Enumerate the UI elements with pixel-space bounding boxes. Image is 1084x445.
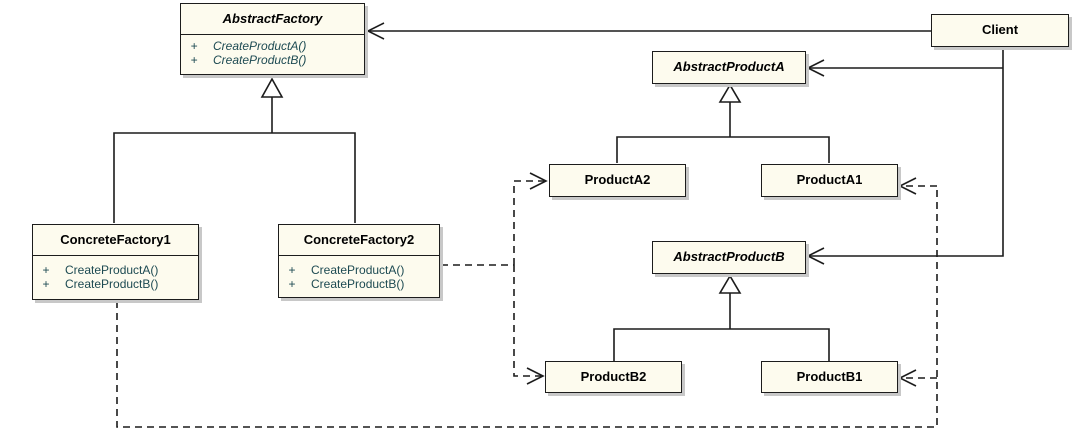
operation-name: CreateProductA() [213, 39, 307, 53]
operation: + CreateProductB() [181, 53, 364, 67]
visibility: + [190, 53, 198, 67]
class-name: ProductB2 [580, 369, 647, 384]
class-product-b1[interactable]: ProductB1 [761, 361, 898, 393]
arrowhead-abstractproducta [806, 59, 825, 77]
dep-arrow-producta1 [898, 177, 917, 195]
class-name: AbstractProductA [673, 59, 785, 74]
dep-arrow-productb1 [898, 369, 917, 387]
operation-name: CreateProductB() [311, 277, 405, 291]
dep-cf2-productb2 [513, 265, 543, 377]
visibility: + [190, 39, 198, 53]
arrowhead-abstractproductb [806, 247, 825, 265]
class-name: ProductB1 [796, 369, 863, 384]
operation-name: CreateProductB() [65, 277, 159, 291]
operations: + CreateProductA() + CreateProductB() [33, 255, 198, 291]
dep-cf1-products [116, 186, 938, 428]
class-name: AbstractProductB [673, 249, 785, 264]
operation: + CreateProductB() [279, 277, 439, 291]
gen-products-a [616, 136, 830, 163]
class-name: ProductA2 [584, 172, 651, 187]
dep-arrow-producta2 [529, 172, 548, 190]
class-product-a2[interactable]: ProductA2 [549, 164, 686, 197]
operations: + CreateProductA() + CreateProductB() [279, 255, 439, 291]
class-concrete-factory2[interactable]: ConcreteFactory2 + CreateProductA() + Crea… [278, 224, 440, 298]
gen-triangle-abstractproductb [718, 274, 742, 294]
visibility: + [288, 277, 296, 291]
gen-triangle-abstractproducta [718, 83, 742, 103]
dep-cf2-producta2 [513, 180, 546, 265]
class-product-a1[interactable]: ProductA1 [761, 164, 898, 197]
arrowhead-abstractfactory [366, 22, 385, 40]
gen-triangle-abstractfactory [260, 77, 284, 98]
class-concrete-factory1[interactable]: ConcreteFactory1 + CreateProductA() + Crea… [32, 224, 199, 300]
visibility: + [288, 263, 296, 277]
class-client[interactable]: Client [931, 14, 1069, 47]
class-product-b2[interactable]: ProductB2 [545, 361, 682, 393]
operation: + CreateProductA() [33, 263, 198, 277]
operation-name: CreateProductA() [311, 263, 405, 277]
class-abstract-factory[interactable]: AbstractFactory + CreateProductA() + Creat… [180, 3, 365, 75]
visibility: + [42, 277, 50, 291]
operation-name: CreateProductA() [65, 263, 159, 277]
class-name: AbstractFactory [222, 11, 323, 26]
class-name: Client [981, 22, 1019, 37]
gen-products-b [613, 328, 830, 361]
assoc-client-products [808, 48, 1004, 257]
visibility: + [42, 263, 50, 277]
operation: + CreateProductA() [279, 263, 439, 277]
class-abstract-product-a[interactable]: AbstractProductA [652, 51, 806, 84]
operation-name: CreateProductB() [213, 53, 307, 67]
class-name: ConcreteFactory1 [60, 232, 171, 247]
class-name: ConcreteFactory2 [303, 232, 415, 247]
dep-arrow-productb2 [526, 367, 545, 385]
gen-factories [113, 132, 356, 223]
operation: + CreateProductB() [33, 277, 198, 291]
class-abstract-product-b[interactable]: AbstractProductB [652, 241, 806, 274]
class-name: ProductA1 [796, 172, 863, 187]
operations: + CreateProductA() + CreateProductB() [181, 34, 364, 67]
operation: + CreateProductA() [181, 39, 364, 53]
